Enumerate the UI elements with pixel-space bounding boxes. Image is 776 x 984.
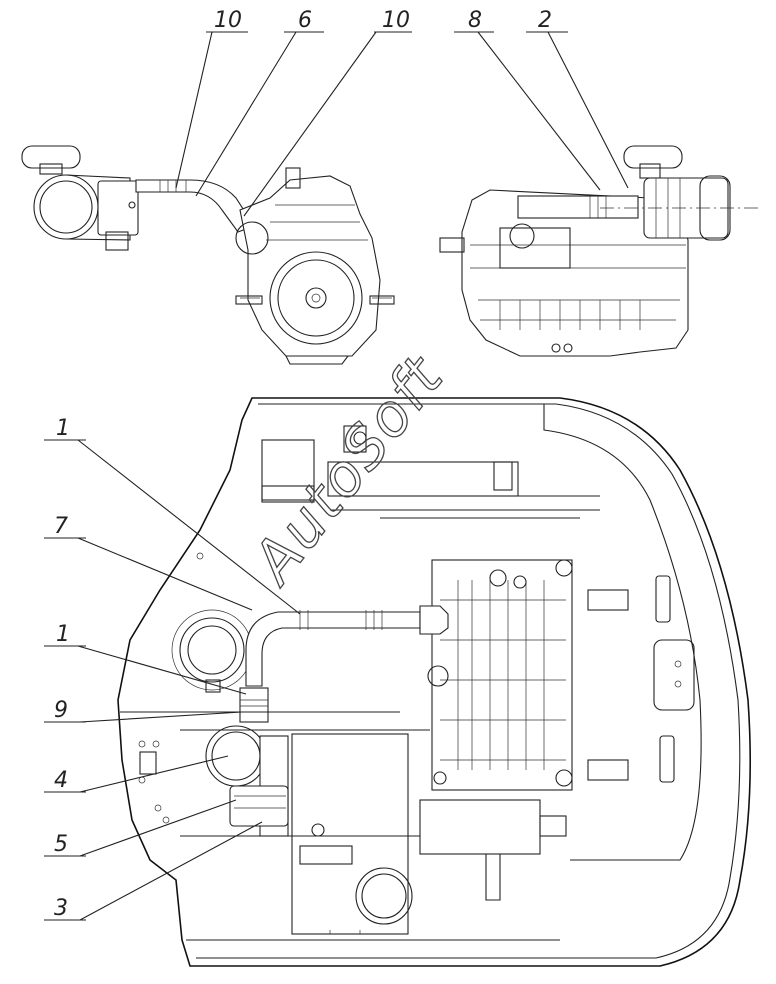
callout-3: 3 — [54, 896, 68, 921]
callout-2: 2 — [538, 8, 552, 33]
callout-9: 9 — [54, 698, 68, 723]
callout-8: 8 — [468, 8, 482, 33]
callout-10-right: 10 — [382, 8, 410, 33]
watermark-text: AutoSoft — [237, 343, 457, 598]
callout-4: 4 — [54, 768, 68, 793]
callout-6: 6 — [298, 8, 312, 33]
callout-numbers: 10 6 10 8 2 1 7 1 9 4 5 3 — [54, 8, 552, 921]
engine-side-view — [439, 145, 760, 357]
callout-7: 7 — [54, 514, 68, 539]
callout-1-lower: 1 — [56, 622, 70, 647]
machine-plan-view — [117, 397, 752, 967]
callout-10-left: 10 — [214, 8, 242, 33]
callout-1-upper: 1 — [56, 416, 70, 441]
callout-5: 5 — [54, 832, 68, 857]
leader-lines — [44, 31, 629, 921]
engine-front-view — [21, 145, 395, 365]
